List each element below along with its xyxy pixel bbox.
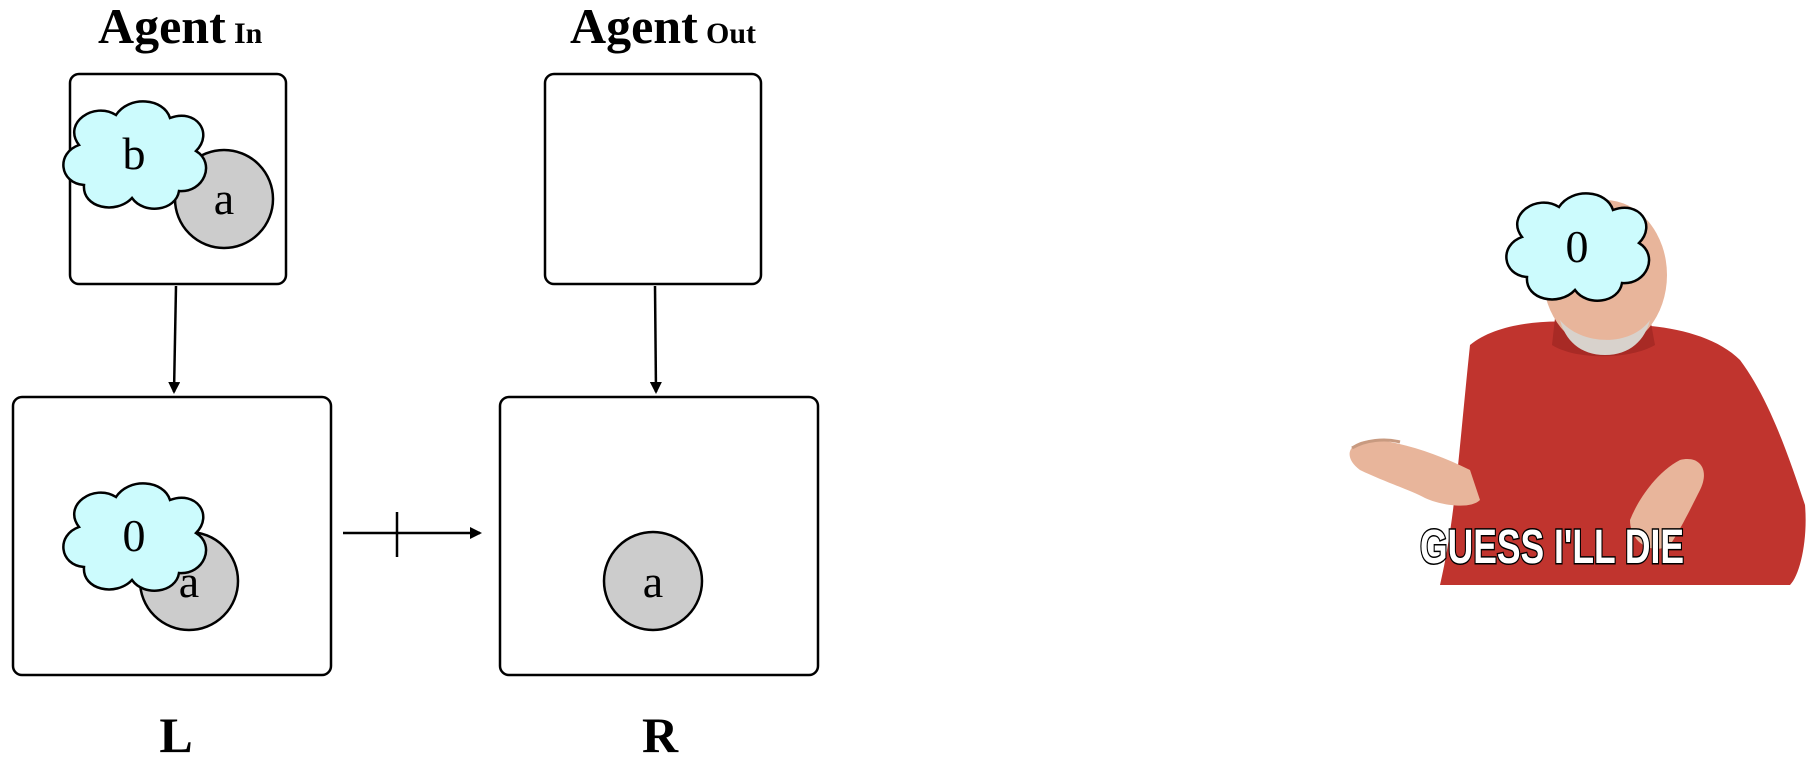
agent-out-title-text: Agent	[570, 0, 698, 54]
agent-in-title-text: Agent	[98, 0, 226, 54]
agent-out-box	[543, 72, 763, 286]
meme-caption: GUESS I'LL DIE	[1420, 521, 1684, 574]
left-cloud: 0	[62, 482, 208, 592]
beard-shape	[1560, 320, 1650, 355]
right-caption: R	[642, 707, 679, 763]
agent-in-cloud: b	[62, 100, 208, 210]
left-caption: L	[159, 707, 192, 763]
right-hand-shape	[1630, 459, 1704, 549]
agent-in-subscript: In	[234, 17, 263, 50]
meme-cloud-label: 0	[1566, 221, 1589, 272]
left-cloud-label: 0	[123, 510, 146, 561]
right-node: a	[602, 530, 704, 632]
left-hand-shape	[1349, 439, 1480, 506]
agent-in-title: Agent In	[98, 0, 263, 54]
sweater-shape	[1440, 321, 1806, 585]
agent-in-cloud-label: b	[123, 128, 146, 179]
agent-out-subscript: Out	[706, 17, 756, 50]
agent-out-to-right-arrow	[649, 285, 662, 394]
agent-in-node-label: a	[214, 173, 234, 224]
agent-out-title: Agent Out	[570, 0, 756, 54]
right-node-label: a	[643, 556, 663, 607]
agent-in-to-left-arrow	[168, 285, 181, 394]
morphism-arrow	[343, 512, 482, 557]
meme-cloud: 0	[1505, 192, 1651, 302]
